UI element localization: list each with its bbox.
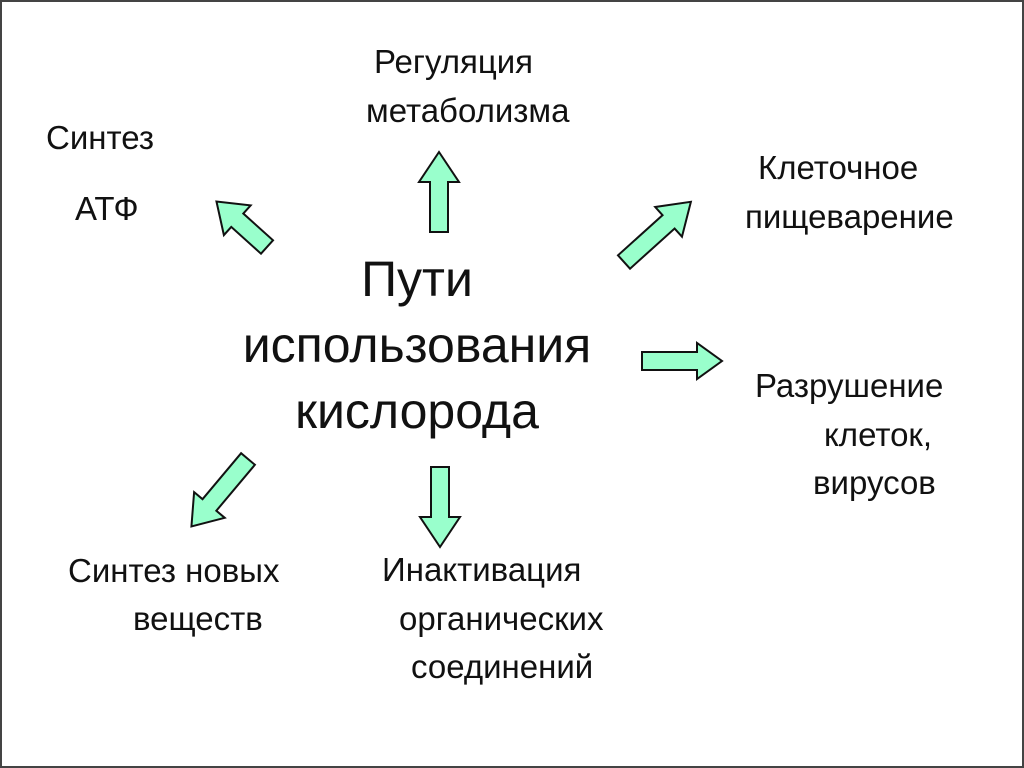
node-destruction-line3: вирусов <box>813 464 936 501</box>
node-destruction-line1: Разрушение <box>755 367 944 404</box>
center-title-line: Пути <box>361 251 473 307</box>
arrow-digestion <box>616 200 693 271</box>
arrow-regulation <box>417 150 461 233</box>
node-destruction-line2: клеток, <box>824 416 933 453</box>
arrow-atp <box>215 200 275 256</box>
arrow-new-substances <box>190 451 257 528</box>
arrow-destruction <box>641 341 724 381</box>
node-new-substances-line1: Синтез новых <box>68 552 280 589</box>
node-atp-line1: Синтез <box>46 119 154 156</box>
node-new-substances-line2: веществ <box>133 600 263 637</box>
node-inactivation-line3: соединений <box>411 648 594 685</box>
node-inactivation-line1: Инактивация <box>382 551 582 588</box>
node-digestion-line1: Клеточное <box>758 149 919 186</box>
node-digestion-line2: пищеварение <box>745 198 954 235</box>
node-inactivation-line2: органических <box>399 600 604 637</box>
center-title-line: кислорода <box>295 383 539 439</box>
center-title: Пути использования кислорода <box>202 246 632 444</box>
center-title-line: использования <box>242 317 592 373</box>
node-atp-line2: АТФ <box>75 190 139 227</box>
arrow-inactivation <box>418 466 462 549</box>
node-regulation-line1: Регуляция <box>374 43 534 80</box>
node-regulation-line2: метаболизма <box>366 92 570 129</box>
